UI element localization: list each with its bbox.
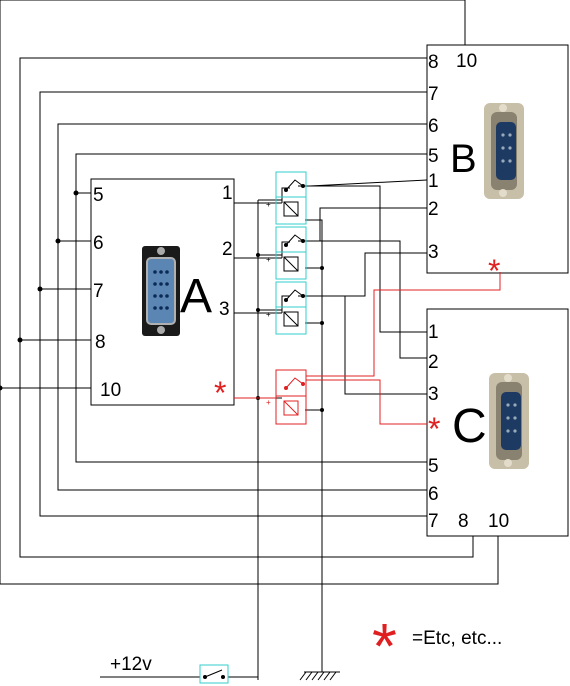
box-b-pin-6: 6: [428, 116, 439, 137]
box-b-pin-8: 8: [428, 52, 439, 73]
box-b-name: B: [450, 137, 477, 181]
relay-3: +: [266, 281, 307, 335]
connector-a-icon: [142, 246, 180, 336]
svg-text:+: +: [266, 200, 271, 209]
box-c-pin-8: 8: [458, 511, 469, 532]
box-c-pin-10: 10: [488, 511, 509, 532]
box-a-pin-8: 8: [95, 332, 106, 353]
box-a-pin-1: 1: [222, 183, 233, 204]
box-c-star: *: [428, 411, 440, 447]
svg-text:+: +: [266, 398, 271, 407]
legend-star: *: [372, 610, 397, 682]
connector-b-icon: [484, 103, 524, 199]
box-a-pin-3: 3: [219, 299, 230, 320]
box-c-pin-6: 6: [428, 484, 439, 505]
wire-pin7: [39, 91, 427, 517]
wire-ground: [305, 219, 323, 672]
red-wires: [234, 272, 501, 425]
box-c-pin-7: 7: [428, 511, 439, 532]
box-b-pin-3: 3: [428, 242, 439, 263]
box-b-pin-1: 1: [428, 171, 439, 192]
relay-1: +: [266, 171, 307, 225]
box-c-pin-5: 5: [428, 456, 439, 477]
box-a-pin-2: 2: [222, 239, 233, 260]
box-a-pin-7: 7: [93, 281, 104, 302]
legend-text: =Etc, etc...: [412, 628, 502, 649]
wire-pin10: [0, 0, 499, 585]
box-b-pin-2: 2: [428, 199, 439, 220]
ground-icon: [299, 671, 340, 681]
box-c-pin-2: 2: [428, 352, 439, 373]
switch-icon: [199, 664, 229, 684]
box-c-name: C: [452, 400, 487, 453]
svg-text:+: +: [266, 255, 271, 264]
box-a-pin-10: 10: [100, 380, 121, 401]
box-b-pin-10: 10: [456, 51, 477, 72]
box-a-star: *: [214, 375, 226, 411]
connector-c-icon: [489, 373, 529, 469]
junction-dots: [0, 190, 324, 412]
box-a-name: A: [180, 270, 212, 323]
box-a: [90, 178, 235, 406]
box-b: [426, 44, 569, 274]
wire-pin6: [57, 123, 427, 491]
box-c-pin-1: 1: [428, 322, 439, 343]
box-c-pin-3: 3: [428, 384, 439, 405]
svg-text:+: +: [266, 310, 271, 319]
box-b-pin-5: 5: [428, 146, 439, 167]
wire-pin8: [19, 57, 474, 558]
wire-pin5: [75, 153, 427, 463]
box-a-pin-6: 6: [93, 233, 104, 254]
box-a-pin-5: 5: [93, 185, 104, 206]
box-b-star: *: [488, 253, 500, 289]
supply-label: +12v: [110, 654, 152, 675]
relay-2: +: [266, 226, 307, 280]
black-wires: [0, 0, 499, 680]
box-b-pin-7: 7: [428, 84, 439, 105]
relay-etc: +: [266, 369, 307, 425]
